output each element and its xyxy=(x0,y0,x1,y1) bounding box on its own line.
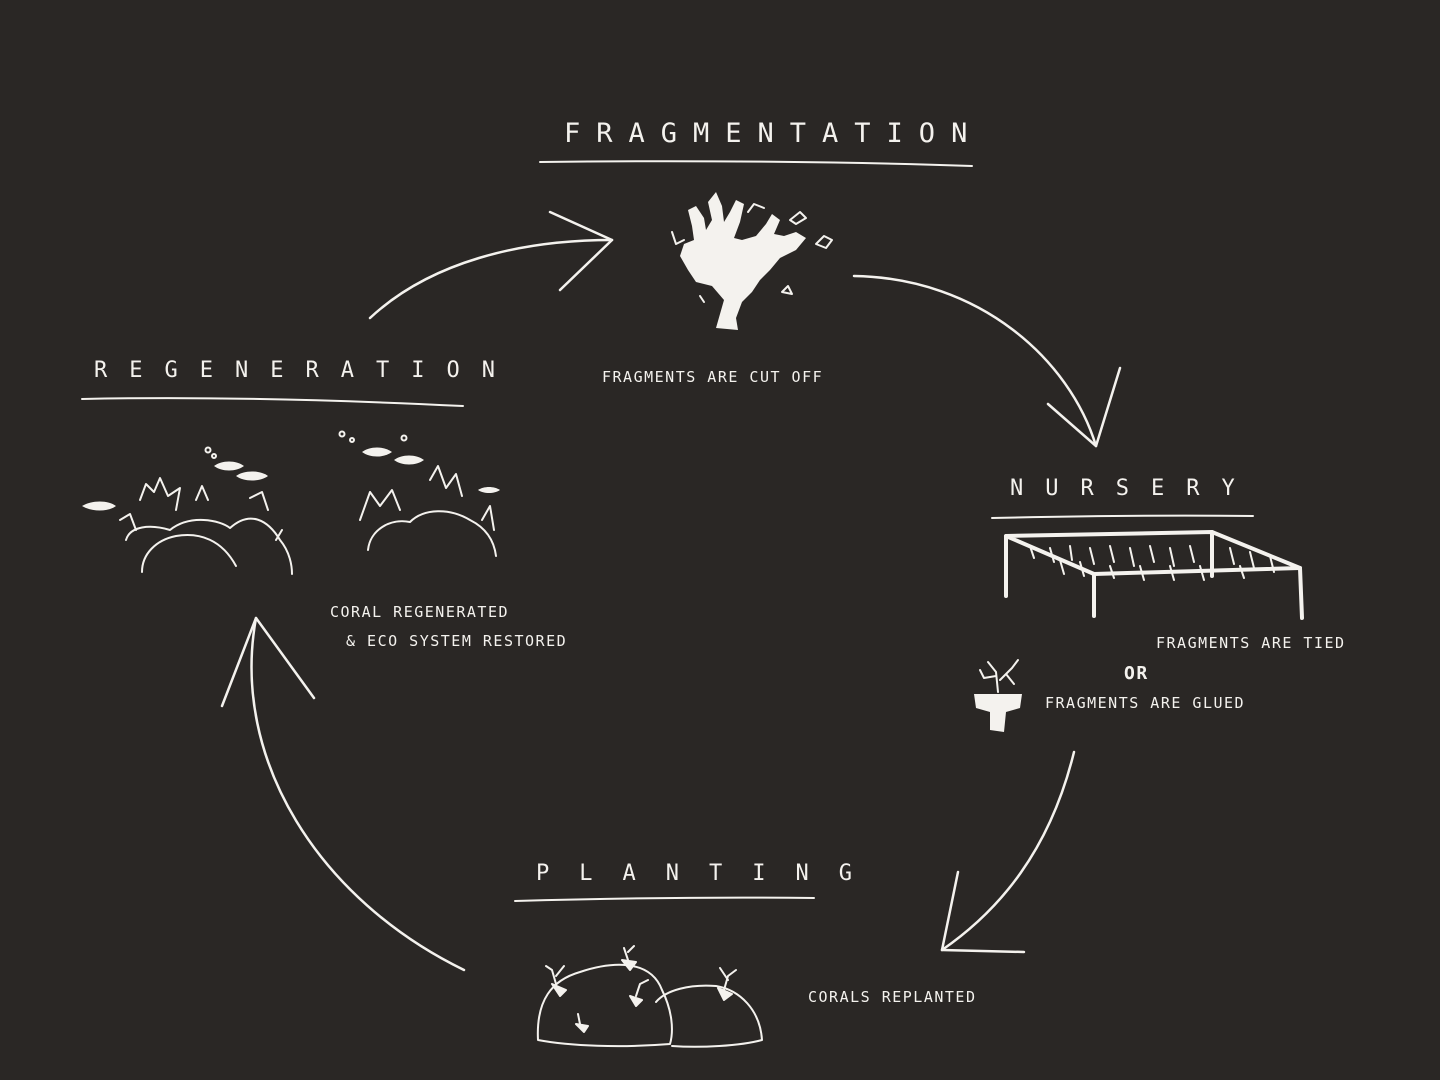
cycle-arrow-icon xyxy=(368,210,614,320)
regeneration-title: Regeneration xyxy=(94,358,517,383)
reef-with-fish-icon xyxy=(338,430,500,557)
coral-branch-icon xyxy=(671,192,833,330)
nursery-caption-or: OR xyxy=(1124,663,1149,684)
nursery-caption-glued: Fragments are glued xyxy=(1045,694,1246,712)
planting-underline xyxy=(514,896,815,902)
fragmentation-underline xyxy=(539,160,973,167)
reef-with-fish-icon xyxy=(82,446,293,575)
cycle-arrow-icon xyxy=(220,616,466,972)
rocks-with-corals-icon xyxy=(536,945,763,1048)
coral-on-base-icon xyxy=(974,659,1022,732)
nursery-underline xyxy=(991,514,1254,519)
planting-caption: Corals replanted xyxy=(808,988,977,1006)
cycle-arrow-icon xyxy=(852,274,1122,448)
fragmentation-title: Fragmentation xyxy=(564,118,984,149)
planting-title: Planting xyxy=(536,861,882,886)
fragmentation-caption: Fragments are cut off xyxy=(602,368,824,386)
nursery-title: Nursery xyxy=(1010,476,1257,501)
cycle-arrow-icon xyxy=(940,750,1076,954)
regeneration-underline xyxy=(81,397,464,407)
nursery-caption-tied: Fragments are tied xyxy=(1156,634,1346,652)
regeneration-caption-line2: & Eco system restored xyxy=(346,632,568,650)
nursery-frame-icon xyxy=(1004,530,1304,620)
regeneration-caption-line1: Coral regenerated xyxy=(330,603,510,621)
